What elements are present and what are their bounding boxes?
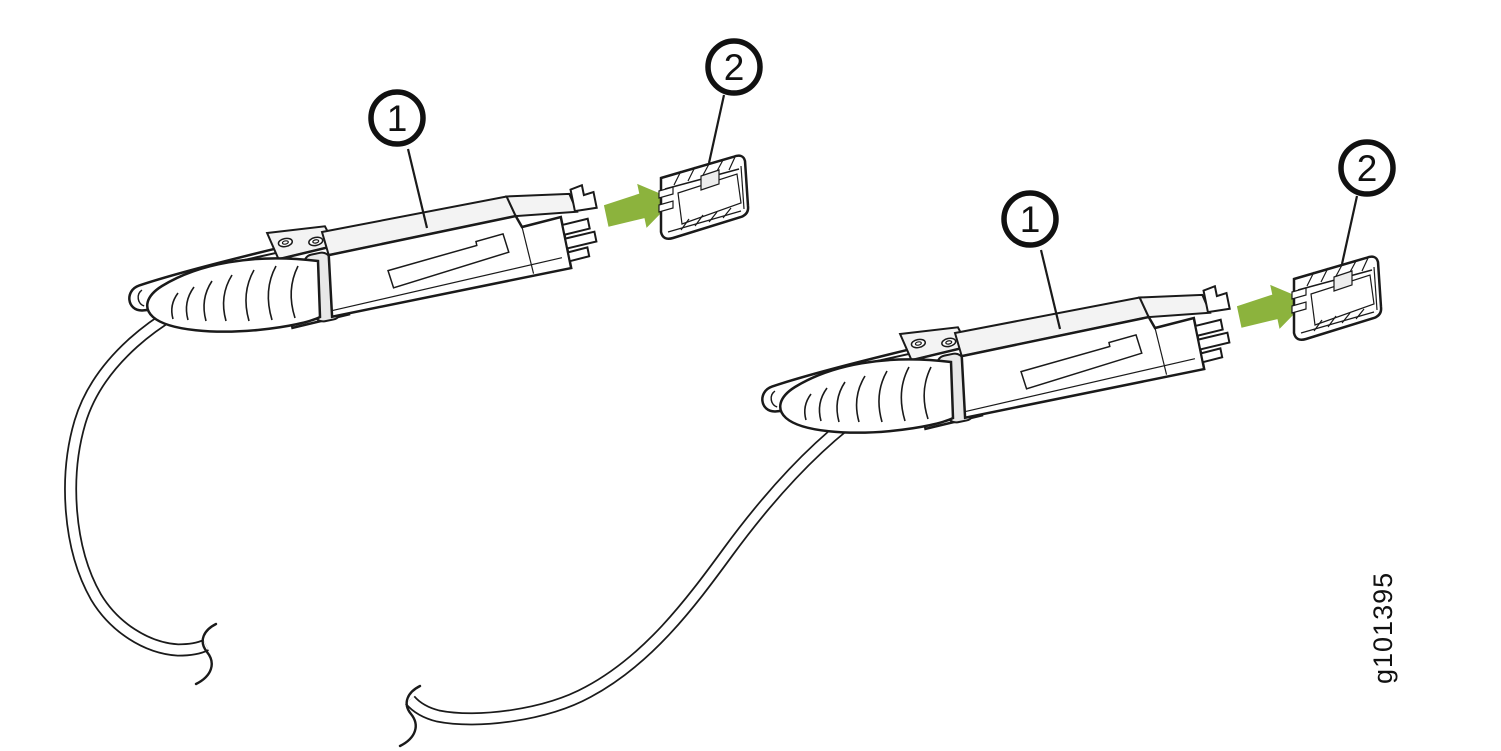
cable-break-symbol	[194, 622, 218, 686]
assembly-right	[755, 142, 1393, 460]
cable-break-symbol	[398, 684, 422, 748]
assembly-left	[122, 41, 760, 359]
cable-left	[64, 285, 221, 686]
cable-right	[398, 399, 876, 748]
figure-id-label: g101395	[1368, 572, 1398, 684]
